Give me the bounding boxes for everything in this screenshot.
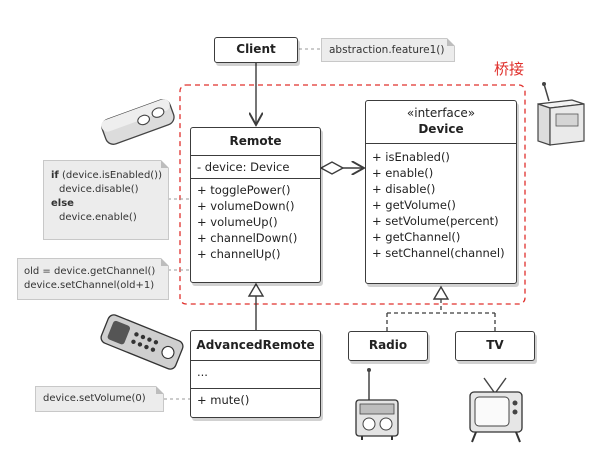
advanced-remote-field: ... bbox=[197, 365, 208, 379]
device-method: + getVolume() bbox=[372, 198, 456, 212]
advanced-remote-fields: ... bbox=[191, 360, 320, 388]
remote-class: Remote - device: Device + togglePower() … bbox=[190, 127, 321, 283]
bridge-title: 桥接 bbox=[494, 60, 525, 78]
toggle-power-note: if (device.isEnabled()) device.disable()… bbox=[43, 160, 169, 240]
advanced-remote-icon bbox=[100, 314, 184, 370]
tv-name: TV bbox=[486, 338, 504, 352]
client-note: abstraction.feature1() bbox=[321, 38, 455, 62]
note-enable-line: device.enable() bbox=[59, 212, 137, 223]
remote-method: + channelUp() bbox=[197, 247, 281, 261]
remote-method: + volumeDown() bbox=[197, 199, 295, 213]
mute-note: device.setVolume(0) bbox=[35, 386, 164, 412]
remote-method: + channelDown() bbox=[197, 231, 298, 245]
device-methods: + isEnabled() + enable() + disable() + g… bbox=[366, 143, 516, 264]
bridge-boundary bbox=[179, 84, 526, 305]
device-icon bbox=[537, 82, 585, 146]
advanced-remote-class: AdvancedRemote ... + mute() bbox=[190, 330, 321, 418]
note-keyword-if: if bbox=[51, 170, 59, 181]
advanced-remote-methods: + mute() bbox=[191, 388, 320, 411]
radio-icon bbox=[355, 368, 399, 440]
tv-icon bbox=[469, 377, 523, 443]
remote-field: - device: Device bbox=[197, 160, 290, 174]
client-name: Client bbox=[236, 42, 276, 56]
device-interface: «interface» Device + isEnabled() + enabl… bbox=[365, 100, 517, 284]
device-method: + setVolume(percent) bbox=[372, 214, 499, 228]
remote-method: + volumeUp() bbox=[197, 215, 278, 229]
note-fold bbox=[447, 38, 455, 46]
note-keyword-else: else bbox=[51, 198, 74, 209]
note-disable-line: device.disable() bbox=[59, 184, 139, 195]
note-fold bbox=[161, 160, 169, 168]
device-method: + setChannel(channel) bbox=[372, 246, 505, 260]
note-channel-line1: old = device.getChannel() bbox=[24, 266, 156, 277]
small-remote-icon bbox=[101, 99, 175, 145]
device-method: + isEnabled() bbox=[372, 150, 450, 164]
device-method: + getChannel() bbox=[372, 230, 461, 244]
aggregation-diamond bbox=[319, 161, 345, 175]
client-class: Client bbox=[214, 37, 298, 63]
remote-name: Remote bbox=[229, 134, 282, 148]
tv-class: TV bbox=[455, 331, 535, 361]
device-header: «interface» Device bbox=[366, 101, 516, 143]
note-if-condition: (device.isEnabled()) bbox=[58, 170, 162, 181]
mute-note-text: device.setVolume(0) bbox=[43, 393, 146, 404]
remote-inheritance-triangle bbox=[247, 282, 265, 297]
radio-class: Radio bbox=[348, 331, 428, 361]
remote-methods: + togglePower() + volumeDown() + volumeU… bbox=[191, 178, 320, 265]
device-stereotype: «interface» bbox=[406, 106, 476, 120]
note-fold bbox=[156, 386, 164, 394]
remote-method: + togglePower() bbox=[197, 183, 291, 197]
device-implementation-triangle bbox=[432, 285, 450, 300]
advanced-remote-name: AdvancedRemote bbox=[196, 338, 315, 352]
device-method: + disable() bbox=[372, 182, 436, 196]
channel-up-note: old = device.getChannel() device.setChan… bbox=[17, 258, 169, 300]
advanced-remote-method: + mute() bbox=[197, 393, 250, 407]
radio-name: Radio bbox=[368, 338, 408, 352]
client-note-text: abstraction.feature1() bbox=[329, 44, 445, 56]
note-fold bbox=[161, 258, 169, 266]
remote-fields: - device: Device bbox=[191, 155, 320, 178]
note-channel-line2: device.setChannel(old+1) bbox=[24, 280, 155, 291]
device-method: + enable() bbox=[372, 166, 434, 180]
device-name: Device bbox=[418, 122, 464, 136]
